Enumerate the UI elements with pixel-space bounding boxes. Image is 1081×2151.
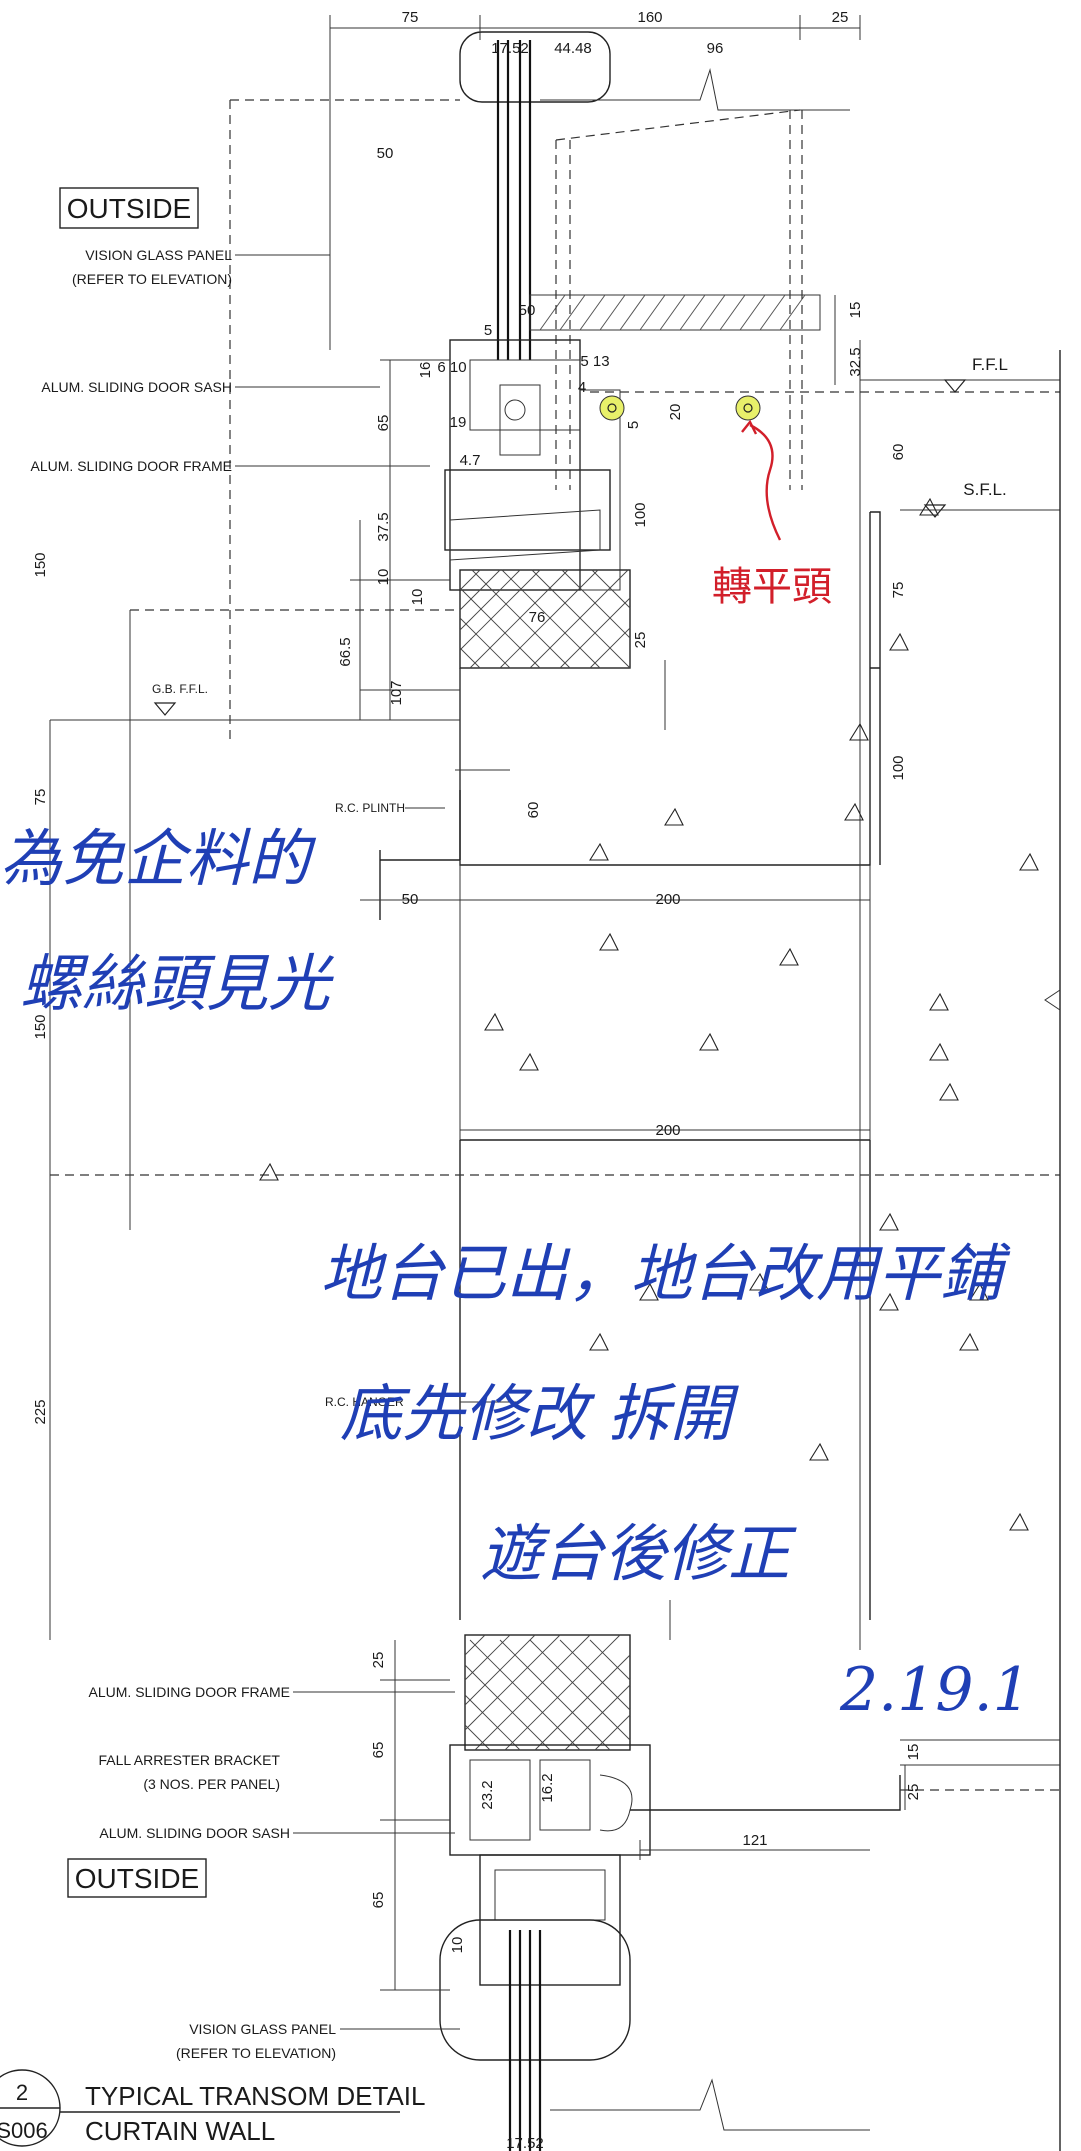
dim-37-5: 37.5 [375,512,392,541]
label-vision-glass-bottom: VISION GLASS PANEL [189,2021,336,2037]
dim-65-a: 65 [375,415,392,432]
dim-17-52-bottom: 17.52 [506,2135,544,2151]
dim-200-b: 200 [655,1122,680,1139]
label-gb-ffl: G.B. F.F.L. [152,682,208,696]
label-vision-glass-bottom-note: (REFER TO ELEVATION) [176,2045,336,2061]
dim-25-a: 25 [632,632,649,649]
sheet-reference: S006 [0,2118,48,2143]
drawing-subtitle: CURTAIN WALL [85,2116,275,2146]
dim-50-c: 50 [402,891,419,908]
dim-121: 121 [742,1832,767,1849]
dim-4-c: 4 [578,379,586,396]
dim-20: 20 [667,404,684,421]
blue-note-line-2: 螺絲頭見光 [20,947,335,1020]
dim-75-r: 75 [890,582,907,599]
dim-4-7: 4.7 [460,452,481,469]
label-frame-top: ALUM. SLIDING DOOR FRAME [31,458,232,474]
dim-75-top: 75 [402,9,419,26]
dim-6-10: 6 10 [437,359,466,376]
dim-44-48: 44.48 [554,40,592,57]
level-marker-sfl [923,504,947,518]
blue-note-line-5: 遊台後修正 [480,1517,797,1590]
dim-75-left: 75 [32,789,49,806]
label-rc-plinth: R.C. PLINTH [335,801,405,815]
dim-65-c: 65 [370,1892,387,1909]
dim-32-5: 32.5 [847,347,864,376]
label-sash-bottom: ALUM. SLIDING DOOR SASH [99,1825,290,1841]
level-marker-gb-ffl [153,702,177,716]
concrete-hatch [259,497,1039,1531]
blue-note-date: 2.19.1 [839,1655,1031,1725]
label-vision-glass-top-note: (REFER TO ELEVATION) [72,271,232,287]
dim-25-top: 25 [832,9,849,26]
dim-60-b: 60 [525,802,542,819]
dim-25-b: 25 [370,1652,387,1669]
dim-65-b: 65 [370,1742,387,1759]
level-marker-ffl [943,379,967,393]
dim-5-a: 5 [484,322,492,339]
dim-200-a: 200 [655,891,680,908]
dim-25-c: 25 [905,1784,922,1801]
blue-note-line-4: 底先修改 拆開 [340,1377,740,1450]
dim-96: 96 [707,40,724,57]
dim-16-2: 16.2 [539,1773,556,1802]
red-markup [599,395,782,541]
dim-66-5: 66.5 [337,637,354,666]
dim-76: 76 [529,609,546,626]
outside-label-box-bottom [67,1858,207,1898]
dim-107: 107 [388,680,405,705]
blue-note-line-3: 地台已出，地台改用平鋪 [320,1237,1011,1310]
dim-160: 160 [637,9,662,26]
dim-60-a: 60 [890,444,907,461]
leader-lines [235,254,520,2030]
dim-10-b: 10 [409,589,426,606]
dim-15-a: 15 [847,302,864,319]
label-fall-arrester-qty: (3 NOS. PER PANEL) [143,1776,280,1792]
dim-225: 225 [32,1399,49,1424]
dim-50-b: 50 [519,302,536,319]
blue-note-line-1: 為免企料的 [0,822,317,895]
level-label-sfl: S.F.L. [963,480,1006,499]
dim-150-b: 150 [32,1014,49,1039]
dim-19: 19 [450,414,467,431]
label-frame-bottom: ALUM. SLIDING DOOR FRAME [89,1684,290,1700]
dim-100-b: 100 [890,755,907,780]
dim-10-c: 10 [449,1937,466,1954]
curtain-wall-linework [49,15,1061,2151]
label-fall-arrester: FALL ARRESTER BRACKET [98,1752,280,1768]
dim-5-b: 5 [625,421,642,429]
dim-100-a: 100 [632,502,649,527]
dim-10-a: 10 [375,569,392,586]
label-vision-glass-top: VISION GLASS PANEL [85,247,232,263]
dim-16: 16 [417,362,434,379]
dim-50-a: 50 [377,145,394,162]
label-sash-top: ALUM. SLIDING DOOR SASH [41,379,232,395]
dimension-labels: 75 160 25 17.52 44.48 96 50 50 5 6 10 16… [32,9,922,2151]
drawing-title: TYPICAL TRANSOM DETAIL [85,2081,425,2111]
dim-17-52-top: 17.52 [491,40,529,57]
detail-number: 2 [16,2080,28,2105]
dim-5-13: 5 13 [580,353,609,370]
outside-label-bottom: OUTSIDE [75,1863,199,1894]
label-rc-hanger: R.C. HANGER [325,1395,404,1409]
red-handwritten-note: 轉平頭 [712,564,832,610]
level-label-ffl: F.F.L [972,355,1008,374]
dim-15-b: 15 [905,1744,922,1761]
outside-label-box-top [59,187,199,229]
title-block: 2 S006 TYPICAL TRANSOM DETAIL CURTAIN WA… [0,2069,425,2147]
outside-label-top: OUTSIDE [67,193,191,224]
dim-150-a: 150 [32,552,49,577]
dim-23-2: 23.2 [479,1780,496,1809]
